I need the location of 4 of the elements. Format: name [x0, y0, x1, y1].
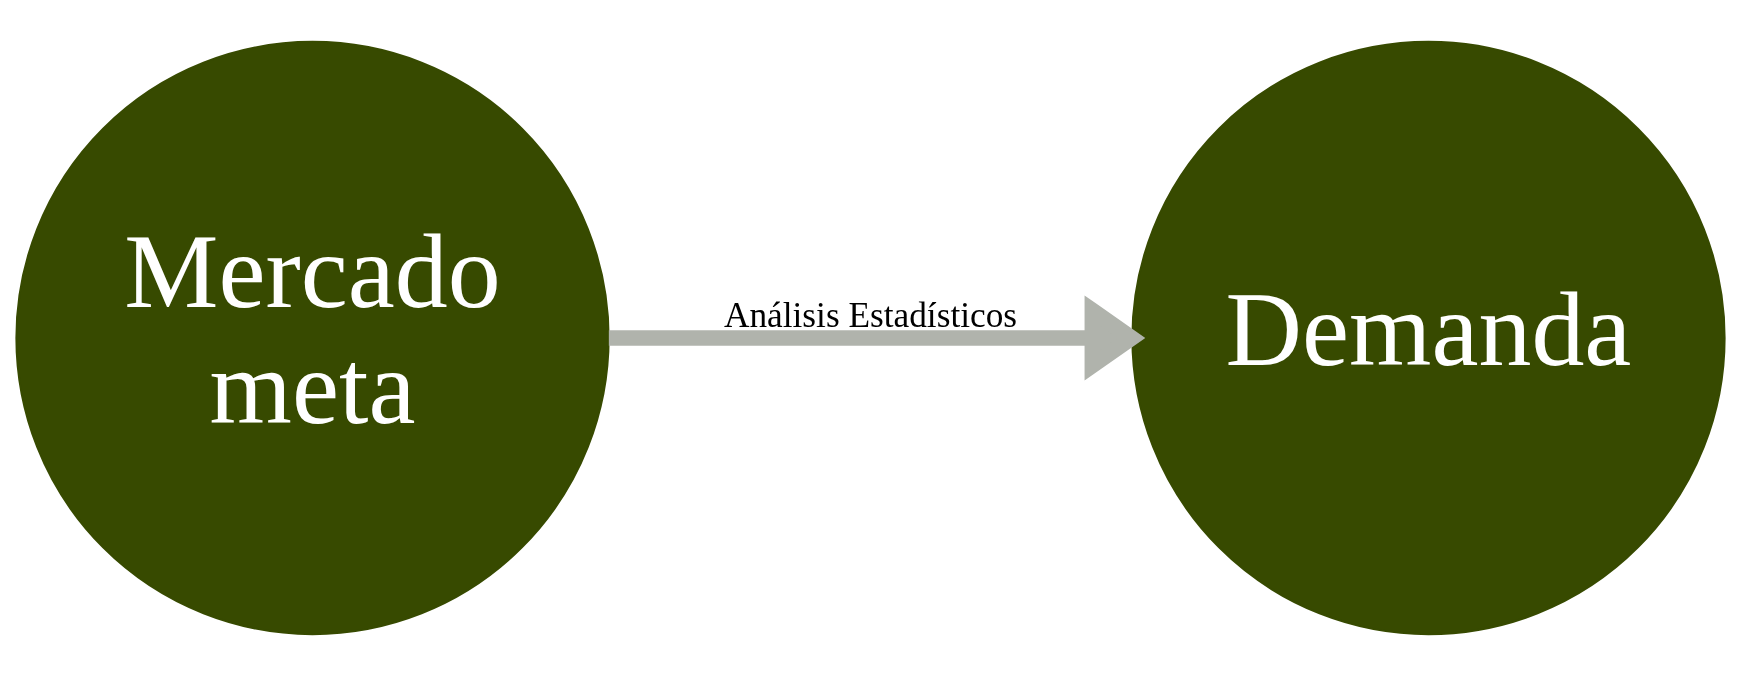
node-circle: Demanda: [1131, 40, 1726, 635]
node-circle: Mercado meta: [15, 40, 610, 635]
arrow: [608, 294, 1146, 381]
edge-label: Análisis Estadísticos: [723, 295, 1018, 335]
